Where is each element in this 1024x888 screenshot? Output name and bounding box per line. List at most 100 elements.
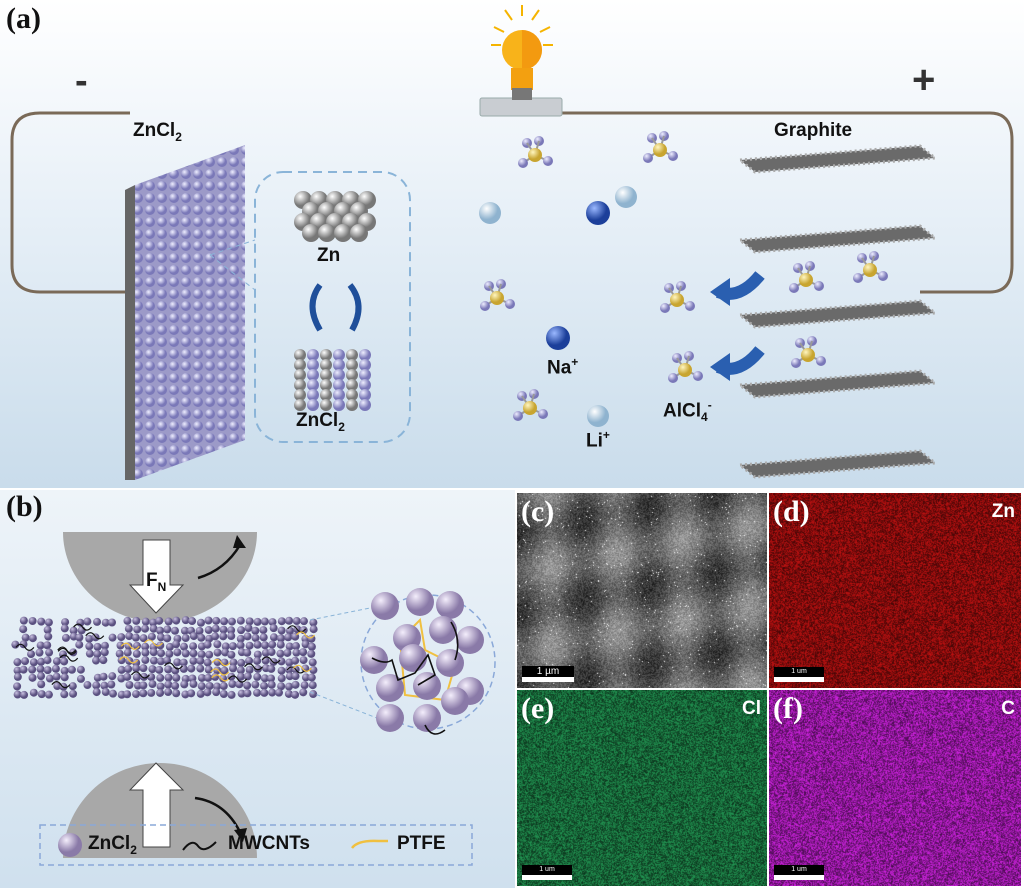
zncl2-atom bbox=[333, 379, 345, 391]
light-bulb-icon bbox=[479, 5, 563, 117]
zncl2-particle bbox=[77, 626, 86, 635]
zn-atom bbox=[350, 224, 368, 242]
zncl2-particle bbox=[45, 648, 54, 657]
zncl2-particle bbox=[172, 673, 181, 682]
zncl2-particle bbox=[69, 626, 78, 635]
zncl2-particle bbox=[108, 672, 117, 681]
zncl2-particle bbox=[139, 689, 148, 698]
zncl2-particle bbox=[132, 649, 141, 658]
zncl2-particle bbox=[37, 657, 46, 666]
zncl2-atom bbox=[307, 399, 319, 411]
zoomed-zncl2-particle bbox=[436, 649, 464, 677]
zncl2-particle bbox=[37, 672, 46, 681]
zncl2-particle bbox=[276, 649, 285, 658]
zncl2-particle bbox=[124, 624, 133, 633]
zncl2-particle bbox=[213, 648, 222, 657]
zoomed-zncl2-particle bbox=[399, 644, 427, 672]
zncl2-particle bbox=[277, 657, 286, 666]
zncl2-particle bbox=[75, 633, 84, 642]
zncl2-particle bbox=[260, 617, 269, 626]
zncl2-particle bbox=[132, 616, 141, 625]
zncl2-particle bbox=[219, 689, 228, 698]
zncl2-particle bbox=[132, 690, 141, 699]
zncl2-particle bbox=[155, 665, 164, 674]
zoomed-mwcnt bbox=[371, 621, 459, 735]
lithium-ion-label: Li+ bbox=[586, 428, 610, 452]
zncl2-particle bbox=[227, 626, 236, 635]
zncl2-particle bbox=[243, 648, 252, 657]
zncl2-particle bbox=[237, 626, 246, 635]
zncl2-particle bbox=[44, 632, 53, 641]
zoomed-zncl2-particle bbox=[376, 674, 404, 702]
zncl2-particle bbox=[236, 616, 245, 625]
ptfe-fiber bbox=[119, 656, 139, 664]
zncl2-particle bbox=[45, 674, 54, 683]
zncl2-atom bbox=[346, 379, 358, 391]
zncl2-particle bbox=[13, 682, 22, 691]
zncl2-particle bbox=[36, 665, 45, 674]
mwcnt-strand bbox=[15, 643, 35, 651]
zncl2-particle bbox=[205, 682, 214, 691]
zncl2-particle bbox=[155, 616, 164, 625]
mwcnt-strand bbox=[261, 656, 281, 664]
force-arrow-up bbox=[128, 762, 185, 848]
zoomed-zncl2-particle bbox=[441, 687, 469, 715]
zncl2-atom bbox=[307, 379, 319, 391]
zncl2-particle bbox=[220, 617, 229, 626]
zncl2-particle bbox=[245, 617, 254, 626]
zncl2-particle bbox=[67, 665, 76, 674]
zncl2-particle bbox=[69, 689, 78, 698]
zncl2-particle bbox=[148, 665, 157, 674]
panel-d-label: (d) bbox=[773, 495, 810, 528]
zncl2-particle bbox=[197, 673, 206, 682]
zncl2-particle bbox=[13, 658, 22, 667]
zncl2-particle bbox=[292, 617, 301, 626]
zncl2-particle bbox=[299, 648, 308, 657]
zncl2-atom bbox=[320, 389, 332, 401]
zncl2-particle bbox=[259, 633, 268, 642]
zncl2-particle bbox=[276, 640, 285, 649]
zncl2-particle bbox=[147, 688, 156, 697]
zncl2-particle bbox=[28, 673, 37, 682]
zncl2-particle bbox=[307, 642, 316, 651]
zncl2-particle bbox=[61, 633, 70, 642]
zncl2-inset-label: ZnCl2 bbox=[296, 410, 345, 434]
zncl2-particle bbox=[75, 640, 84, 649]
zncl2-particle bbox=[132, 673, 141, 682]
zncl2-particle bbox=[83, 681, 92, 690]
scale-bar: 1 um bbox=[522, 865, 572, 880]
zncl2-particle bbox=[291, 672, 300, 681]
zncl2-particle bbox=[37, 680, 46, 689]
zoomed-zncl2-particle bbox=[456, 626, 484, 654]
ptfe-fiber bbox=[292, 664, 312, 672]
zncl2-particle bbox=[236, 666, 245, 675]
zncl2-particle bbox=[229, 658, 238, 667]
zncl2-particle bbox=[236, 634, 245, 643]
zncl2-particle bbox=[284, 689, 293, 698]
zncl2-particle bbox=[109, 689, 118, 698]
zncl2-particle bbox=[197, 682, 206, 691]
zncl2-particle bbox=[253, 617, 262, 626]
zncl2-particle bbox=[251, 634, 260, 643]
zncl2-particle bbox=[172, 689, 181, 698]
zncl2-atom bbox=[294, 389, 306, 401]
zncl2-particle bbox=[228, 642, 237, 651]
zncl2-particle bbox=[267, 648, 276, 657]
zncl2-particle bbox=[156, 688, 165, 697]
zncl2-particle bbox=[285, 642, 294, 651]
zncl2-particle bbox=[196, 618, 205, 627]
zncl2-atom bbox=[333, 349, 345, 361]
ptfe-fiber bbox=[144, 639, 163, 647]
zncl2-particle bbox=[93, 642, 102, 651]
zncl2-particle bbox=[204, 665, 213, 674]
element-label: Cl bbox=[742, 698, 761, 719]
zncl2-particle bbox=[60, 690, 69, 699]
zncl2-particle bbox=[60, 666, 69, 675]
zncl2-particle bbox=[156, 626, 165, 635]
zncl2-particle bbox=[292, 642, 301, 651]
zncl2-particle bbox=[203, 688, 212, 697]
legend-mwcnt-marker bbox=[182, 841, 217, 851]
zncl2-particle bbox=[220, 666, 229, 675]
zncl2-particle bbox=[68, 682, 77, 691]
zncl2-particle bbox=[115, 649, 124, 658]
